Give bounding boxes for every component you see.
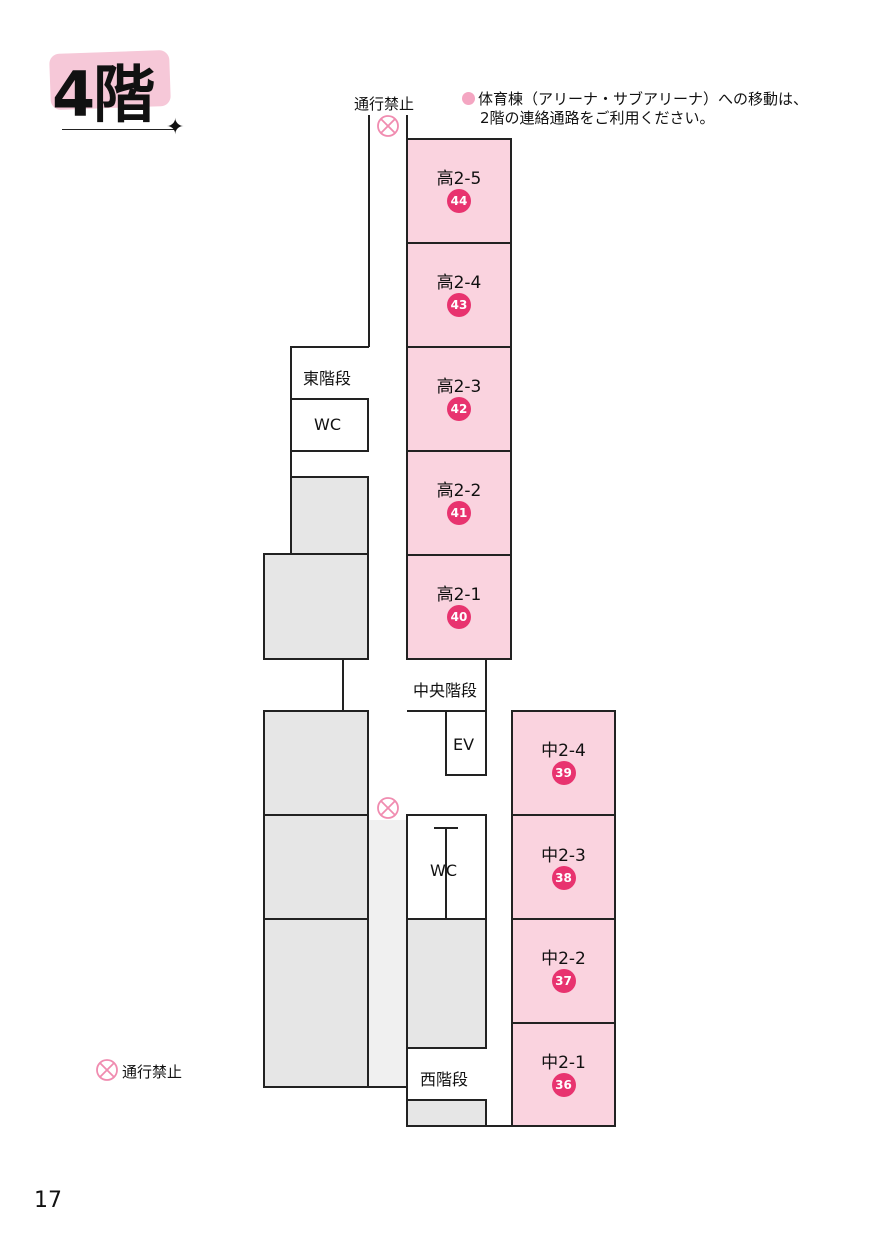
no-entry-icon (377, 797, 399, 819)
restricted-corridor-shade (369, 820, 407, 1086)
room-name: 中2-3 (541, 846, 586, 866)
pink-bullet-icon (462, 92, 475, 105)
room-koukou-2-5: 高2-5 44 (407, 164, 511, 213)
room-name: 高2-4 (436, 273, 482, 293)
center-wc-label: WC (430, 861, 457, 880)
room-number-badge: 42 (447, 397, 471, 421)
classroom (406, 450, 512, 556)
title-underline (62, 129, 174, 130)
east-wc-label: WC (314, 415, 341, 434)
room-name: 高2-3 (436, 377, 482, 397)
room-koukou-2-3: 高2-3 42 (407, 372, 511, 421)
room-koukou-2-1: 高2-1 40 (407, 580, 511, 629)
classroom (406, 554, 512, 660)
room-number-badge: 40 (447, 605, 471, 629)
notice-text: 体育棟（アリーナ・サブアリーナ）への移動は、 2階の連絡通路をご利用ください。 (462, 90, 808, 128)
room-name: 中2-2 (541, 949, 586, 969)
room-number-badge: 43 (447, 293, 471, 317)
room-chuu-2-4: 中2-4 39 (512, 736, 615, 785)
gray-block (263, 553, 369, 660)
room-number-badge: 37 (551, 969, 576, 993)
no-entry-icon (96, 1059, 118, 1081)
room-name: 高2-1 (436, 585, 482, 605)
sparkle-icon: ✦ (166, 115, 185, 140)
no-entry-top-label: 通行禁止 (354, 95, 415, 113)
room-chuu-2-1: 中2-1 36 (512, 1048, 615, 1097)
notice-line-2: 2階の連絡通路をご利用ください。 (480, 109, 715, 127)
page-number: 17 (34, 1188, 62, 1213)
room-number-badge: 39 (551, 761, 576, 785)
west-stairs-label: 西階段 (420, 1070, 469, 1089)
room-chuu-2-3: 中2-3 38 (512, 841, 615, 890)
room-name: 中2-4 (541, 741, 586, 761)
no-entry-icon (377, 115, 399, 137)
elevator-label: EV (453, 735, 475, 754)
central-stairs-label: 中央階段 (413, 681, 478, 700)
notice-line-1: 体育棟（アリーナ・サブアリーナ）への移動は、 (478, 90, 809, 108)
room-number-badge: 41 (447, 501, 471, 525)
gray-block (263, 918, 369, 1088)
room-number-badge: 36 (551, 1073, 576, 1097)
gray-block (406, 1099, 487, 1127)
room-name: 高2-5 (436, 169, 482, 189)
gray-block (406, 918, 487, 1049)
floor-title: 4階 (52, 58, 155, 131)
room-number-badge: 38 (551, 866, 576, 890)
room-koukou-2-4: 高2-4 43 (407, 268, 511, 317)
room-koukou-2-2: 高2-2 41 (407, 476, 511, 525)
room-chuu-2-2: 中2-2 37 (512, 944, 615, 993)
legend-no-entry-label: 通行禁止 (122, 1063, 183, 1081)
east-stairs-label: 東階段 (303, 369, 352, 388)
room-name: 中2-1 (541, 1053, 586, 1073)
gray-block (290, 476, 369, 555)
gray-block (263, 814, 369, 920)
room-number-badge: 44 (447, 189, 471, 213)
room-name: 高2-2 (436, 481, 482, 501)
gray-block (263, 710, 369, 816)
